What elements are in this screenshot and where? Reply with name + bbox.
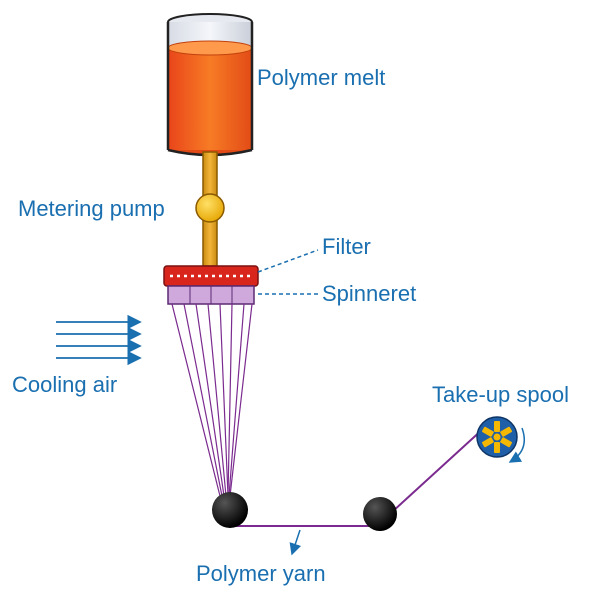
take-up-spool	[476, 416, 518, 458]
label-take-up-spool: Take-up spool	[432, 382, 569, 407]
metering-pump	[195, 193, 225, 223]
filter-leader-line	[257, 249, 319, 273]
label-polymer-melt: Polymer melt	[257, 65, 386, 90]
fan-spool-icon	[482, 421, 512, 453]
label-cooling-air: Cooling air	[12, 372, 118, 397]
melt-reservoir	[166, 13, 254, 157]
filaments	[171, 303, 253, 497]
label-metering-pump: Metering pump	[18, 196, 165, 221]
label-polymer-yarn: Polymer yarn	[196, 561, 326, 586]
yarn-direction-arrow	[289, 529, 302, 556]
label-filter: Filter	[322, 234, 371, 259]
spinneret	[167, 285, 255, 305]
cooling-air-arrows	[56, 314, 142, 366]
guide-roller-left	[212, 492, 248, 528]
spool-rotation-arrow	[508, 427, 525, 463]
guide-roller-right	[363, 497, 397, 531]
filter	[163, 265, 259, 287]
label-spinneret: Spinneret	[322, 281, 417, 306]
yarn-path	[232, 427, 485, 527]
